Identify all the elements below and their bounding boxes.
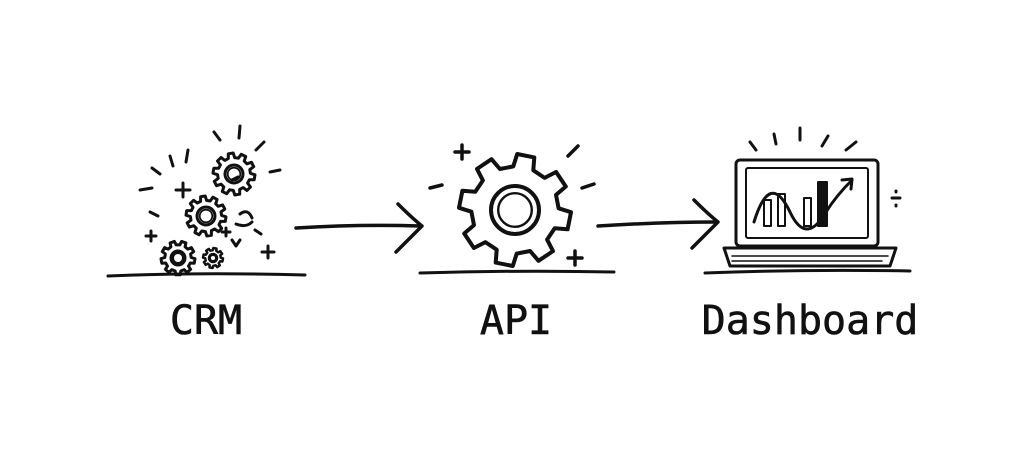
gear-outline — [159, 239, 197, 277]
gear-outline — [457, 152, 573, 268]
laptop-chart-icon — [722, 126, 902, 268]
gear-outline — [211, 151, 257, 197]
api-label: API — [480, 298, 552, 344]
gear-hole — [489, 184, 541, 236]
dashboard-baseline — [703, 268, 912, 275]
gear-outline — [201, 246, 225, 270]
dashboard-label: Dashboard — [702, 298, 919, 344]
arrow-crm-to-api — [294, 202, 424, 254]
crm-label: CRM — [170, 298, 242, 344]
gear-hole — [223, 163, 245, 185]
api-baseline — [418, 269, 616, 275]
gear-hole — [209, 254, 217, 262]
crm-baseline — [106, 272, 307, 278]
gear-hole — [169, 249, 187, 267]
arrow-api-to-dashboard — [596, 198, 720, 250]
api-node: API — [418, 143, 616, 344]
dashboard-node: Dashboard — [701, 126, 919, 344]
gear-hole — [497, 191, 534, 228]
gear-hole — [207, 252, 219, 264]
crm-node: CRM — [106, 124, 307, 344]
gear-hole — [195, 205, 217, 227]
gear-hole — [172, 252, 184, 264]
gear-hole — [198, 208, 214, 224]
gear-outline — [184, 194, 228, 238]
scattered-gears-icon — [138, 124, 282, 277]
gear-icon — [428, 143, 596, 268]
